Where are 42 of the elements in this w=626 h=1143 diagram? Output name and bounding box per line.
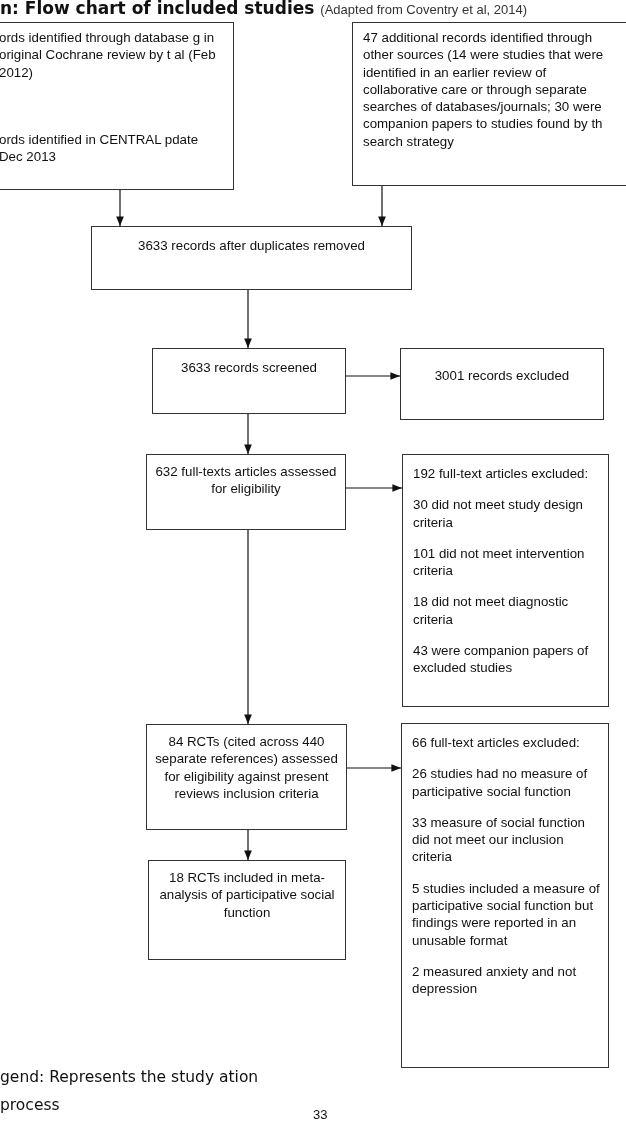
arrow (244, 529, 252, 725)
box-text: ords identified through database g in original Cochrane review by t al (Feb 2012) (0, 29, 217, 81)
box-text: 3633 records screened (180, 359, 318, 377)
process-box (146, 724, 347, 830)
process-box (146, 454, 346, 530)
box-text: 84 RCTs (cited across 440 separate references) assessed for eligibility against present reviews inclusion criteria (154, 733, 339, 803)
process-box (401, 723, 609, 1068)
box-text: 43 were companion papers of excluded studies (413, 641, 590, 677)
box-text: 33 measure of social function did not meet our inclusion criteria (412, 813, 586, 866)
box-text: 26 studies had no measure of participative social function (412, 765, 589, 800)
process-box (402, 454, 609, 707)
arrow (378, 185, 386, 227)
box-text: 632 full-texts articles assessed for eligibility (154, 463, 338, 498)
box-text: 3633 records after duplicates removed (137, 237, 366, 255)
box-text: 3001 records excluded (433, 367, 571, 385)
arrow (345, 484, 403, 492)
box-text: 66 full-text articles excluded: (412, 734, 581, 752)
legend-note: gend: Represents the study ation process (0, 1067, 260, 1116)
page-number: 33 (313, 1107, 328, 1122)
box-text: 18 did not meet diagnostic criteria (413, 593, 570, 628)
caption: (Adapted from Coventry et al, 2014) (320, 3, 528, 16)
box-text: 101 did not meet intervention criteria (413, 544, 586, 580)
box-text: 47 additional records identified through other sources (14 were studies that were identified in an earlier review of collaborative care or through separate searches of databases/journals; 30 were companion papers to studies found by th search strategy (363, 29, 605, 150)
box-text: 18 RCTs included in meta-analysis of participative social function (159, 869, 335, 921)
box-text: ords identified in CENTRAL pdate Dec 2013 (0, 130, 200, 166)
process-box (352, 22, 626, 186)
box-text: 192 full-text articles excluded: (413, 465, 590, 483)
arrow (116, 189, 124, 227)
process-box (152, 348, 346, 414)
title: n: Flow chart of included studies (0, 0, 315, 17)
box-text: 2 measured anxiety and not depression (412, 962, 578, 998)
process-box (91, 226, 412, 290)
process-box (400, 348, 604, 420)
process-box (0, 22, 234, 190)
process-box (148, 860, 346, 960)
box-text: 30 did not meet study design criteria (413, 496, 585, 531)
box-text: 5 studies included a measure of participative social function but findings were reported in an unusable format (412, 879, 600, 949)
arrow (244, 413, 252, 455)
arrow (346, 764, 402, 772)
arrow (345, 372, 401, 380)
arrow (244, 829, 252, 861)
arrow (244, 289, 252, 349)
